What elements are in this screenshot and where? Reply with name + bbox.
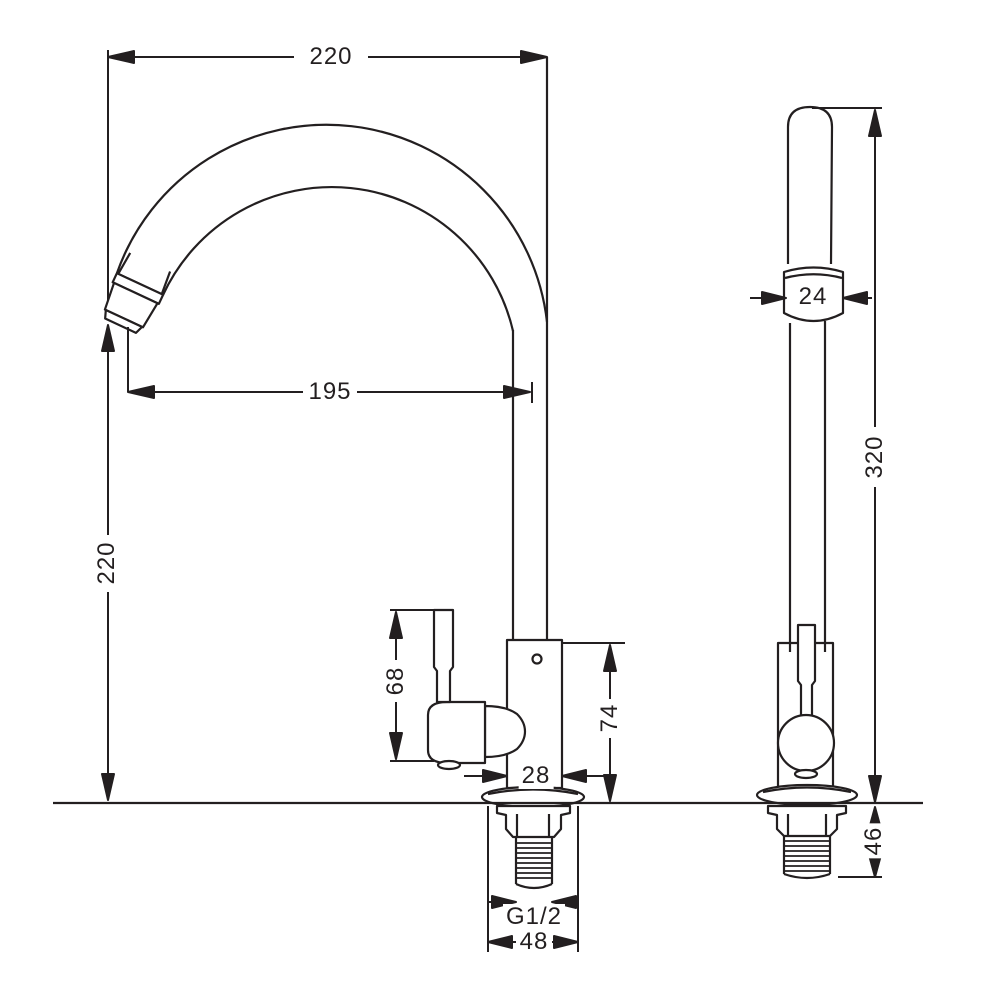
side-view	[755, 105, 859, 880]
side-threaded-shank	[782, 836, 832, 880]
dimension-lines	[101, 50, 882, 952]
dim-outlet-reach-label: 195	[305, 379, 355, 405]
spout-inner-arc	[162, 185, 515, 332]
dim-overall-height-label: 320	[861, 432, 888, 482]
handle-grip	[426, 700, 487, 765]
arrow-right	[520, 50, 548, 64]
spout-nozzle	[103, 252, 172, 334]
spout-column	[786, 105, 834, 265]
side-mounting-nut	[766, 804, 848, 838]
dim-overall-reach-label: 220	[306, 44, 356, 70]
base-flange-rim	[487, 788, 579, 796]
spout-outer-arc	[115, 123, 549, 323]
dim-base-width-label: 48	[516, 929, 552, 955]
dim-outlet-height-label: 220	[93, 538, 120, 588]
handle-lever	[432, 608, 455, 704]
dim-body-height-label: 74	[596, 700, 623, 736]
handle-joint	[483, 704, 527, 759]
handle-grip-end	[436, 759, 462, 771]
arrow-left	[107, 50, 135, 64]
dim-handle-length-label: 68	[382, 663, 409, 699]
mounting-nut	[495, 804, 572, 839]
dim-under-counter-label: 46	[860, 823, 887, 859]
body-screw-hole	[531, 653, 543, 665]
side-handle-lever	[796, 623, 817, 718]
threaded-shank	[514, 837, 554, 890]
side-handle-ball-base	[793, 768, 819, 780]
side-base-flange-rim	[762, 786, 852, 794]
dim-thread-spec-label: G1/2	[502, 904, 566, 930]
dim-body-width-label: 28	[518, 763, 554, 789]
front-view	[103, 57, 586, 890]
side-handle-ball	[776, 713, 836, 773]
dim-head-diameter-label: 24	[795, 284, 831, 310]
aerator-head-lip	[784, 273, 843, 280]
